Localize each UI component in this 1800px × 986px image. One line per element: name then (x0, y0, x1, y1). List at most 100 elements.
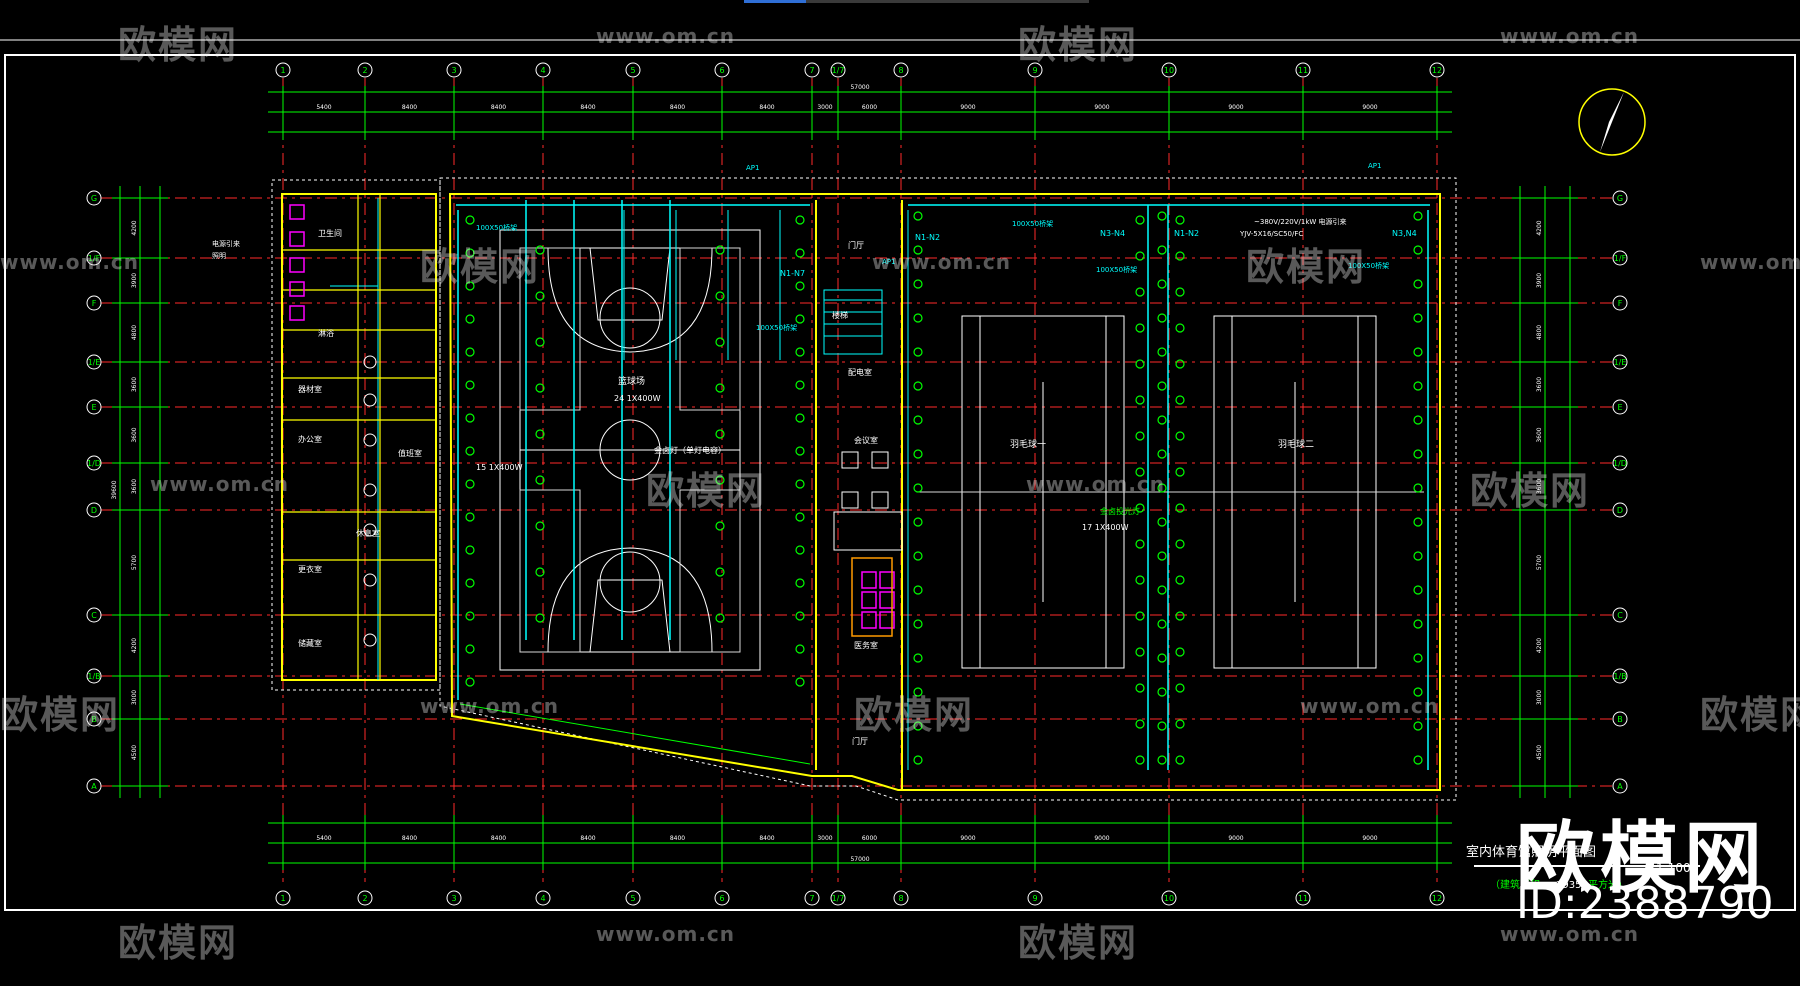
floodlight-fixture (1413, 551, 1423, 561)
axis-bubble (86, 668, 102, 684)
axis-bubble (86, 399, 102, 415)
dimension-value: 6000 (862, 835, 877, 842)
floodlight-fixture (913, 211, 923, 221)
floodlight-fixture (1135, 431, 1145, 441)
floodlight-fixture (1413, 415, 1423, 425)
drawing-subtitle-right: 平方米） (1588, 878, 1628, 891)
north-arrow-needle (1600, 92, 1624, 152)
floodlight-fixture (1413, 347, 1423, 357)
floodlight-fixture (1175, 755, 1185, 765)
floodlight-fixture (535, 475, 545, 485)
light-fixtures (465, 211, 1423, 765)
title-block: 室内体育馆照明平面图 1:100 （建筑面积 3935 平方米） (1466, 844, 1700, 891)
axis-bubble (804, 62, 820, 78)
drawing-subtitle-mid: 3935 (1556, 880, 1581, 891)
floodlight-fixture (465, 281, 475, 291)
label-cable-tray-1: 100X50桥架 (476, 223, 517, 232)
floodlight-fixture (1175, 287, 1185, 297)
dimension-value: 9000 (1228, 835, 1243, 842)
axis-bubble (86, 778, 102, 794)
label-box-ap1: AP1 (746, 164, 759, 172)
axis-bubble-label: 7 (809, 66, 814, 75)
axis-bubble (1027, 890, 1043, 906)
label-cable-tray-2: 100X50桥架 (756, 323, 797, 332)
dimension-value: 9000 (1094, 835, 1109, 842)
basketball-three-point-top (547, 247, 713, 353)
label-basketball-circuit: 24 1X400W (614, 394, 661, 403)
floodlight-fixture (1413, 721, 1423, 731)
floodlight-fixture (1157, 245, 1167, 255)
floodlight-fixture (795, 644, 805, 654)
label-meeting: 会议室 (854, 435, 878, 445)
label-shower: 淋浴 (318, 328, 334, 338)
axis-bubble (1295, 890, 1311, 906)
floodlight-fixture (1175, 611, 1185, 621)
practice-court-outline (679, 489, 741, 653)
axis-bubble (1295, 62, 1311, 78)
axis-bubble-label: 12 (1432, 66, 1442, 75)
brand-model-id: ID:2388790 (1516, 878, 1774, 929)
axis-bubble (446, 890, 462, 906)
floodlight-fixture (1157, 449, 1167, 459)
drawing-frame (0, 39, 1800, 911)
floodlight-fixture (1413, 211, 1423, 221)
axis-bubble (1429, 62, 1445, 78)
axis-bubble (535, 62, 551, 78)
axis-bubble (1612, 778, 1628, 794)
axis-bubble (1612, 455, 1628, 471)
shower-fixture (879, 611, 895, 629)
axis-bubble (893, 890, 909, 906)
axis-bubble-label: C (91, 611, 97, 620)
label-first-aid: 医务室 (854, 640, 878, 650)
floodlight-fixture (465, 380, 475, 390)
label-badminton-1: 羽毛球一 (1010, 438, 1046, 450)
floodlight-fixture (795, 215, 805, 225)
floodlight-fixture (795, 380, 805, 390)
axis-bubble-label: 2 (362, 66, 367, 75)
dimension-total: 57000 (850, 84, 869, 91)
watermark-logo: 欧模网 (1470, 469, 1591, 513)
floodlight-fixture (715, 383, 725, 393)
floodlight-fixture (1175, 323, 1185, 333)
annex-wall (281, 193, 437, 681)
floodlight-fixture (1413, 381, 1423, 391)
axis-bubble-label: 1/7 (832, 66, 845, 75)
floodlight-fixture (1157, 483, 1167, 493)
floodlight-fixture (1135, 395, 1145, 405)
floodlight-fixture (1175, 647, 1185, 657)
floodlight-fixture (465, 479, 475, 489)
axis-bubble (1027, 62, 1043, 78)
label-box-ap3: AP1 (1368, 162, 1381, 170)
floodlight-fixture (465, 413, 475, 423)
floodlight-fixture (1135, 503, 1145, 513)
axis-bubble (86, 190, 102, 206)
axis-bubble (893, 62, 909, 78)
floodlight-fixture (1413, 585, 1423, 595)
floodlight-fixture (535, 613, 545, 623)
toilet-stall-fixture (289, 281, 305, 297)
axis-bubble-label: 11 (1298, 66, 1308, 75)
axis-bubble-label: F (92, 299, 97, 308)
meeting-table (841, 491, 859, 509)
floodlight-fixture (715, 475, 725, 485)
loading-progress-fill (744, 0, 807, 3)
floodlight-fixture (1157, 381, 1167, 391)
dimension-value: 3900 (131, 273, 138, 288)
dimension-value: 6000 (862, 104, 877, 111)
label-office: 办公室 (298, 434, 322, 444)
floodlight-fixture (465, 611, 475, 621)
ceiling-light-fixture (363, 355, 377, 369)
dimension-value: 8400 (759, 835, 774, 842)
dimension-value: 9000 (1228, 104, 1243, 111)
label-toilet: 卫生间 (318, 228, 342, 238)
floodlight-fixture (1157, 653, 1167, 663)
floodlight-fixture (1157, 687, 1167, 697)
axis-bubble (357, 62, 373, 78)
dimension-value: 8400 (580, 104, 595, 111)
dimension-value: 5400 (316, 835, 331, 842)
annex-outline (271, 179, 441, 691)
floodlight-fixture (795, 611, 805, 621)
floodlight-fixture (535, 567, 545, 577)
floodlight-fixture (1157, 313, 1167, 323)
